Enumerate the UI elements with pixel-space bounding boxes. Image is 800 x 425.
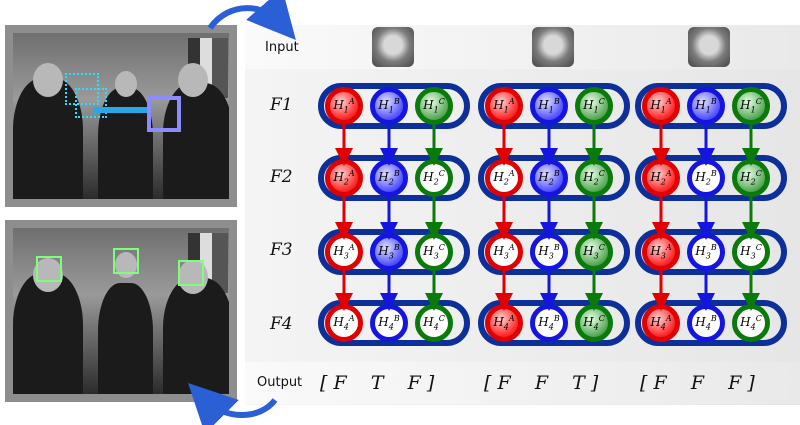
- bottom-photo: [5, 220, 237, 402]
- head-left: [33, 258, 63, 292]
- node-label: H4A: [650, 314, 672, 332]
- factor-label-2: F2: [270, 167, 293, 187]
- node-label: H1C: [423, 97, 445, 115]
- node-label: H3A: [333, 243, 355, 261]
- node-red: H1A: [325, 87, 363, 125]
- node-label: H2B: [695, 169, 717, 187]
- node-label: H4A: [333, 314, 355, 332]
- node-green: H1C: [732, 87, 770, 125]
- node-label: H1C: [740, 97, 762, 115]
- node-label: H1B: [538, 97, 560, 115]
- input-face-1: [372, 27, 414, 67]
- person-middle: [98, 88, 153, 199]
- node-label: H3C: [423, 243, 445, 261]
- output-group-1: [ F T F ]: [320, 372, 435, 394]
- detection-box-middle: [113, 248, 139, 274]
- bottom-photo-image: [13, 228, 229, 394]
- selection-dotted-2: [75, 88, 107, 118]
- node-label: H2A: [493, 169, 515, 187]
- node-label: H2A: [650, 169, 672, 187]
- node-label: H2A: [333, 169, 355, 187]
- node-label: H2B: [538, 169, 560, 187]
- factor-pill: [318, 83, 470, 129]
- person-right: [163, 278, 229, 394]
- detection-box-right: [178, 260, 204, 286]
- node-label: H2C: [583, 169, 605, 187]
- head-middle: [115, 252, 137, 278]
- node-label: H1B: [695, 97, 717, 115]
- person-right: [163, 83, 229, 199]
- node-blue: H1B: [530, 87, 568, 125]
- head-left: [33, 63, 63, 97]
- node-label: H4B: [695, 314, 717, 332]
- node-label: H4C: [423, 314, 445, 332]
- factor-pill: [478, 83, 630, 129]
- output-strip: [245, 362, 800, 404]
- node-label: H1B: [378, 97, 400, 115]
- node-label: H2B: [378, 169, 400, 187]
- factor-label-4: F4: [270, 314, 293, 334]
- factor-pill: [635, 83, 787, 129]
- node-label: H3C: [740, 243, 762, 261]
- node-blue: H1B: [687, 87, 725, 125]
- top-photo-image: [13, 33, 229, 199]
- input-face-3: [688, 27, 730, 67]
- node-label: H3B: [378, 243, 400, 261]
- search-arrow: [93, 107, 148, 113]
- top-photo: [5, 25, 237, 207]
- output-group-3: [ F F F ]: [640, 372, 755, 394]
- node-label: H3B: [538, 243, 560, 261]
- node-label: H4B: [378, 314, 400, 332]
- input-label: Input: [265, 40, 299, 55]
- node-green: H1C: [415, 87, 453, 125]
- head-middle: [115, 71, 137, 97]
- node-blue: H1B: [370, 87, 408, 125]
- node-label: H4C: [583, 314, 605, 332]
- node-label: H4B: [538, 314, 560, 332]
- person-middle: [98, 283, 153, 394]
- factor-label-1: F1: [270, 95, 293, 115]
- input-face-2: [532, 27, 574, 67]
- cycle-arrow-bottom: [188, 383, 278, 425]
- node-label: H2C: [740, 169, 762, 187]
- selection-box: [147, 96, 181, 132]
- node-label: H4C: [740, 314, 762, 332]
- node-label: H2C: [423, 169, 445, 187]
- node-label: H3B: [695, 243, 717, 261]
- person-left: [13, 78, 83, 199]
- node-label: H1A: [650, 97, 672, 115]
- factor-label-3: F3: [270, 240, 293, 260]
- node-label: H4A: [493, 314, 515, 332]
- cycle-arrow-top: [207, 0, 296, 40]
- output-label: Output: [257, 375, 303, 390]
- node-label: H3A: [493, 243, 515, 261]
- node-label: H3A: [650, 243, 672, 261]
- node-red: H1A: [485, 87, 523, 125]
- head-right: [178, 63, 208, 97]
- node-blue: H3B: [370, 233, 408, 271]
- person-left: [13, 273, 83, 394]
- node-label: H1C: [583, 97, 605, 115]
- node-label: H1A: [333, 97, 355, 115]
- node-green: H1C: [575, 87, 613, 125]
- node-label: H3C: [583, 243, 605, 261]
- node-red: H1A: [642, 87, 680, 125]
- detection-box-left: [36, 256, 62, 282]
- output-group-2: [ F F T ]: [484, 372, 599, 394]
- node-label: H1A: [493, 97, 515, 115]
